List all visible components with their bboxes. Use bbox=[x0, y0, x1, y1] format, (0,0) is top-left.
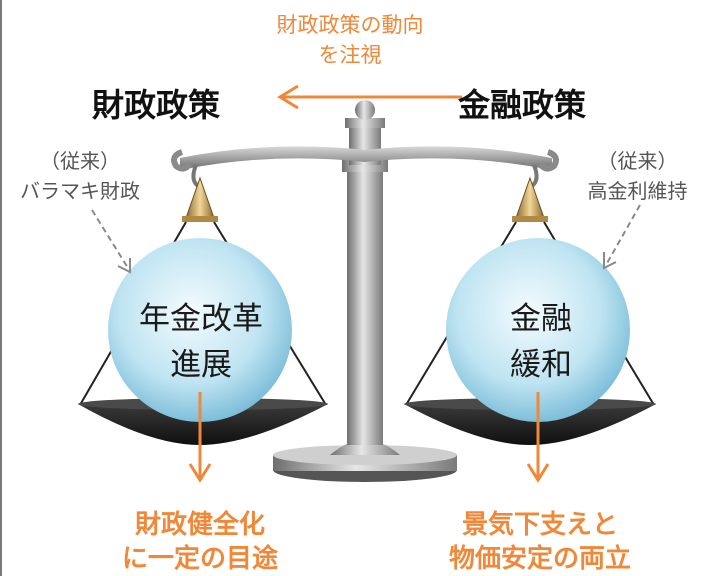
top-note-line1: 財政政策の動向 bbox=[276, 13, 424, 37]
fiscal-policy-title: 財政政策 bbox=[92, 86, 221, 124]
left-note-line1: （従来） bbox=[40, 149, 120, 173]
down-arrow-right-icon bbox=[526, 392, 550, 483]
monetary-result-line2: 物価安定の両立 bbox=[448, 544, 631, 574]
fiscal-result: 財政健全化 に一定の目途 bbox=[100, 508, 300, 576]
right-note-line2: 高金利維持 bbox=[587, 179, 688, 203]
monetary-result: 景気下支えと 物価安定の両立 bbox=[420, 508, 660, 576]
scale-beam bbox=[171, 146, 559, 172]
top-note: 財政政策の動向 を注視 bbox=[230, 10, 470, 70]
left-sphere-line1: 年金改革 bbox=[139, 301, 263, 337]
right-sphere-line1: 金融 bbox=[510, 301, 572, 337]
left-sphere bbox=[108, 238, 292, 422]
right-sphere bbox=[446, 238, 630, 422]
monetary-policy-title: 金融政策 bbox=[458, 86, 587, 124]
right-note-line1: （従来） bbox=[597, 149, 678, 173]
dashed-arrow-right-icon bbox=[603, 204, 641, 270]
left-arrow-icon bbox=[277, 84, 462, 110]
scale-base bbox=[273, 440, 457, 482]
left-sphere-line2: 進展 bbox=[170, 347, 232, 383]
fiscal-result-line1: 財政健全化 bbox=[134, 510, 265, 540]
down-arrow-left-icon bbox=[188, 392, 212, 483]
right-note: （従来） 高金利維持 bbox=[560, 146, 715, 206]
right-sphere-line2: 緩和 bbox=[510, 347, 572, 383]
left-sphere-label: 年金改革 進展 bbox=[122, 296, 280, 388]
right-sphere-label: 金融 緩和 bbox=[462, 296, 620, 388]
monetary-result-line1: 景気下支えと bbox=[461, 510, 618, 540]
left-note: （従来） バラマキ財政 bbox=[0, 146, 160, 206]
scale-pillar bbox=[342, 100, 388, 445]
left-note-line2: バラマキ財政 bbox=[20, 179, 140, 203]
dashed-arrow-left-icon bbox=[91, 209, 131, 274]
fiscal-result-line2: に一定の目途 bbox=[121, 544, 278, 574]
top-note-line2: を注視 bbox=[318, 43, 382, 67]
